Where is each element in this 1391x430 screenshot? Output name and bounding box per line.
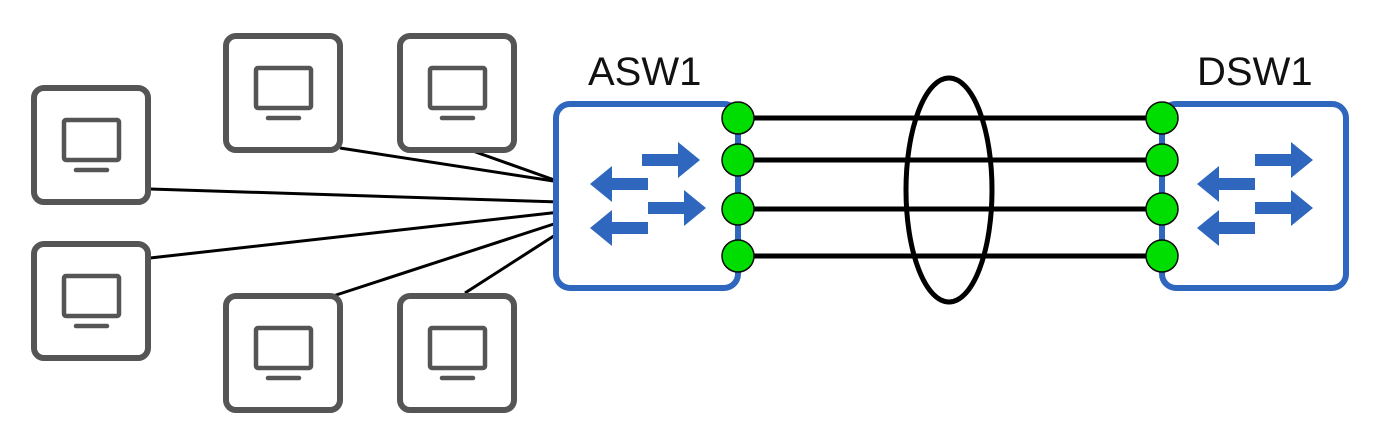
port-asw1-2[interactable]: [722, 144, 754, 176]
pc-frame: [226, 36, 340, 150]
link-pc4-asw1: [150, 212, 560, 258]
link-pc1-asw1: [340, 148, 560, 182]
pc-pc4[interactable]: [34, 244, 148, 358]
pc-pc6[interactable]: [400, 296, 514, 410]
port-dsw1-2[interactable]: [1146, 144, 1178, 176]
link-pc2-asw1: [470, 150, 560, 182]
pc-pc2[interactable]: [400, 36, 514, 150]
port-dsw1-3[interactable]: [1146, 193, 1178, 225]
pc-frame: [400, 296, 514, 410]
switch-asw1-label: ASW1: [588, 50, 701, 94]
port-dsw1-1[interactable]: [1146, 102, 1178, 134]
port-dsw1-4[interactable]: [1146, 240, 1178, 272]
port-asw1-1[interactable]: [722, 102, 754, 134]
uplinks: [738, 118, 1162, 256]
switch-asw1[interactable]: [556, 104, 738, 288]
link-pc3-asw1: [150, 189, 560, 202]
pc-frame: [34, 244, 148, 358]
switch-dsw1[interactable]: [1162, 104, 1346, 288]
switch-dsw1-body: [1162, 104, 1346, 288]
pc-links: [150, 148, 560, 297]
pc-pc3[interactable]: [34, 88, 148, 202]
pc-pc1[interactable]: [226, 36, 340, 150]
pc-frame: [400, 36, 514, 150]
switch-dsw1-label: DSW1: [1197, 50, 1313, 94]
port-asw1-4[interactable]: [722, 240, 754, 272]
switch-asw1-body: [556, 104, 738, 288]
port-asw1-3[interactable]: [722, 193, 754, 225]
pc-frame: [226, 296, 340, 410]
pc-pc5[interactable]: [226, 296, 340, 410]
etherchannel-ellipse: [906, 78, 992, 302]
link-pc6-asw1: [465, 232, 560, 293]
pc-frame: [34, 88, 148, 202]
